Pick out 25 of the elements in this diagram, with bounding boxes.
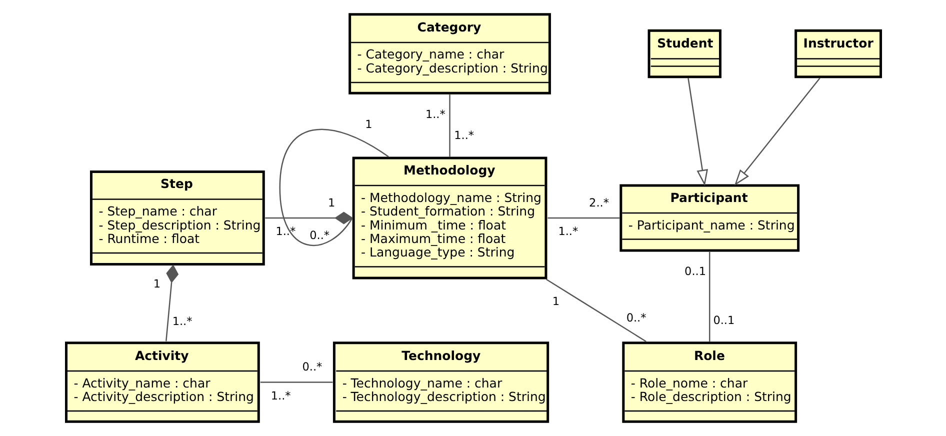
connector bbox=[448, 94, 450, 157]
connector bbox=[165, 264, 178, 342]
label: 1 bbox=[364, 118, 372, 131]
connector bbox=[278, 128, 388, 246]
arrow bbox=[734, 78, 820, 186]
label: 0..* bbox=[626, 311, 646, 324]
label: 1 bbox=[328, 196, 335, 210]
connector bbox=[547, 217, 619, 219]
connector bbox=[264, 212, 353, 224]
label: 0..1 bbox=[712, 314, 734, 327]
label: 1..* bbox=[558, 225, 578, 238]
label: 1 bbox=[152, 277, 160, 290]
label: 1..* bbox=[172, 314, 192, 328]
label: 1..* bbox=[454, 129, 474, 142]
label: 0..* bbox=[302, 360, 322, 374]
label: 1..* bbox=[424, 108, 445, 121]
arrow bbox=[687, 78, 708, 186]
label: 1 bbox=[552, 294, 560, 308]
connector bbox=[545, 278, 646, 342]
connector bbox=[260, 382, 332, 383]
label: 0..1 bbox=[684, 265, 706, 278]
connector bbox=[708, 252, 710, 342]
label: 2..* bbox=[588, 196, 608, 210]
label: 1..* bbox=[270, 389, 290, 402]
label: 0..* bbox=[309, 229, 330, 242]
